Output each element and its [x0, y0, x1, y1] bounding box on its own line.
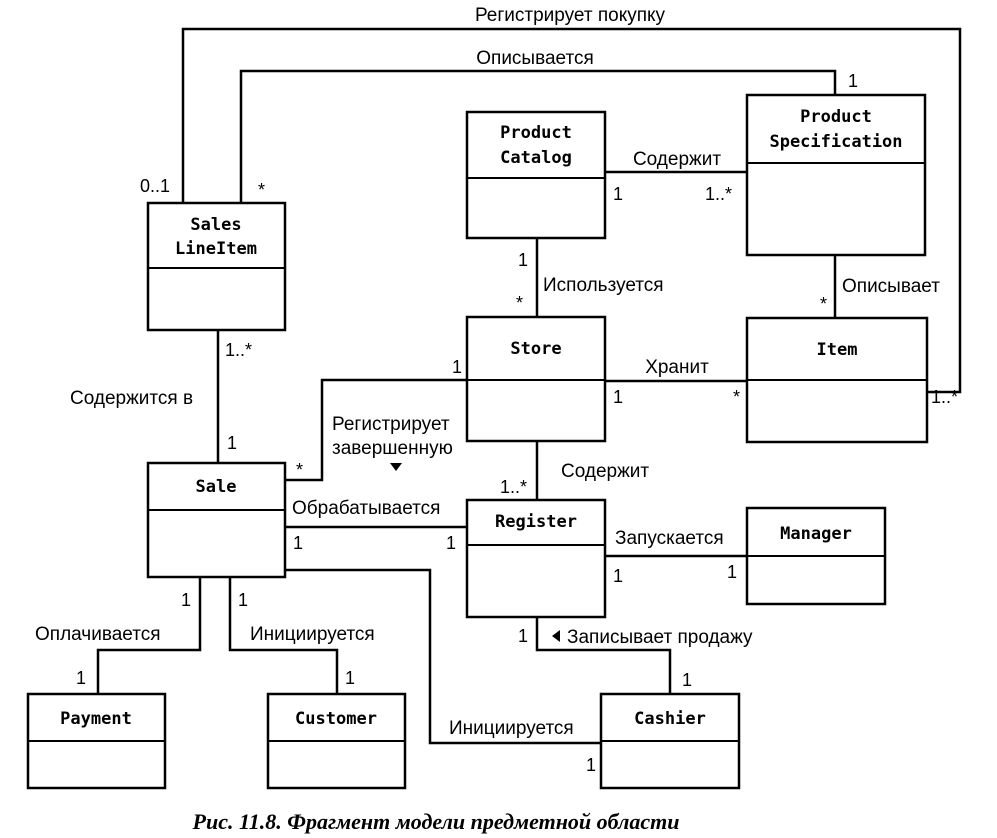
label-launched: Запускается	[615, 528, 724, 549]
label-contains-register: Содержит	[561, 461, 649, 482]
class-product-specification: Product Specification	[745, 93, 927, 257]
direction-arrow-left-icon	[552, 630, 560, 642]
multiplicity: 1	[181, 590, 191, 610]
multiplicity: 1	[613, 387, 623, 407]
label-initiated-cashier: Инициируется	[449, 718, 574, 739]
class-name: Sales	[190, 215, 241, 235]
multiplicity: 1	[227, 433, 237, 453]
multiplicity: 1	[293, 533, 303, 553]
label-processed: Обрабатывается	[292, 498, 440, 519]
class-name: Sale	[196, 477, 237, 497]
label-records-sale: Записывает продажу	[567, 627, 753, 648]
line-store-sale	[285, 378, 467, 482]
class-name: Product	[800, 107, 872, 127]
class-sales-line-item: Sales LineItem	[146, 201, 287, 332]
multiplicity: 1	[613, 566, 623, 586]
label-registers-completed-2: завершенную	[332, 438, 453, 459]
class-store: Store	[465, 315, 607, 443]
multiplicity: 1..*	[931, 387, 958, 407]
class-payment: Payment	[26, 692, 167, 790]
class-name: Customer	[295, 709, 377, 729]
multiplicity: *	[733, 387, 740, 407]
direction-arrow-down-icon	[390, 463, 402, 471]
class-name: Store	[510, 339, 561, 359]
line-registers-purchase	[181, 27, 962, 394]
multiplicity: 1	[238, 590, 248, 610]
multiplicity: 1	[518, 250, 528, 270]
multiplicity: 1	[76, 668, 86, 688]
multiplicity: *	[258, 180, 265, 200]
class-item: Item	[745, 316, 929, 444]
label-initiated-customer: Инициируется	[250, 624, 375, 645]
multiplicity: 0..1	[140, 176, 170, 196]
class-name: Specification	[769, 132, 902, 152]
label-describes: Описывает	[842, 276, 940, 297]
class-name: Manager	[780, 524, 852, 544]
class-sale: Sale	[146, 461, 287, 579]
multiplicity: *	[296, 460, 303, 480]
class-manager: Manager	[745, 506, 887, 606]
multiplicity: 1	[452, 357, 462, 377]
association-labels: Регистрирует покупку Описывается Содержи…	[35, 5, 940, 739]
label-contained-in: Содержится в	[70, 388, 193, 409]
class-name: Product	[500, 123, 572, 143]
multiplicity: 1	[446, 533, 456, 553]
multiplicity: 1	[345, 668, 355, 688]
class-name: Item	[817, 340, 858, 360]
label-used: Используется	[543, 275, 664, 296]
multiplicity: 1	[518, 626, 528, 646]
class-cashier: Cashier	[599, 692, 741, 790]
class-name: Register	[495, 512, 577, 532]
class-register: Register	[465, 498, 607, 619]
class-product-catalog: Product Catalog	[465, 110, 607, 240]
label-registers-completed-1: Регистрирует	[332, 414, 450, 435]
line-register-cashier	[535, 617, 672, 694]
class-name: Catalog	[500, 148, 572, 168]
multiplicity: *	[516, 293, 523, 313]
label-contains-catalog: Содержит	[633, 149, 721, 170]
multiplicity: 1..*	[500, 477, 527, 497]
line-described-top	[239, 69, 837, 203]
class-customer: Customer	[266, 692, 407, 790]
multiplicity: *	[820, 294, 827, 314]
multiplicity: 1	[586, 755, 596, 775]
multiplicity: 1	[727, 562, 737, 582]
line-sale-customer	[228, 577, 339, 694]
class-name: Cashier	[634, 709, 706, 729]
multiplicity: 1	[682, 670, 692, 690]
label-paid: Оплачивается	[35, 624, 160, 645]
class-name: Payment	[60, 709, 132, 729]
label-registers-purchase: Регистрирует покупку	[475, 5, 666, 26]
multiplicity: 1..*	[225, 340, 252, 360]
association-lines	[96, 27, 962, 745]
class-name: LineItem	[175, 239, 257, 259]
label-described: Описывается	[476, 48, 594, 69]
label-stores: Хранит	[645, 357, 709, 378]
multiplicity: 1..*	[705, 184, 732, 204]
multiplicity: 1	[848, 71, 858, 91]
line-sale-cashier	[285, 568, 601, 745]
multiplicity: 1	[613, 184, 623, 204]
multiplicities: 0..1 * 1 1 1..* 1 * * 1..* 1 * 1..* 1 1 …	[76, 71, 958, 775]
line-sale-payment	[96, 577, 202, 694]
figure-caption: Рис. 11.8. Фрагмент модели предметной об…	[192, 809, 680, 834]
